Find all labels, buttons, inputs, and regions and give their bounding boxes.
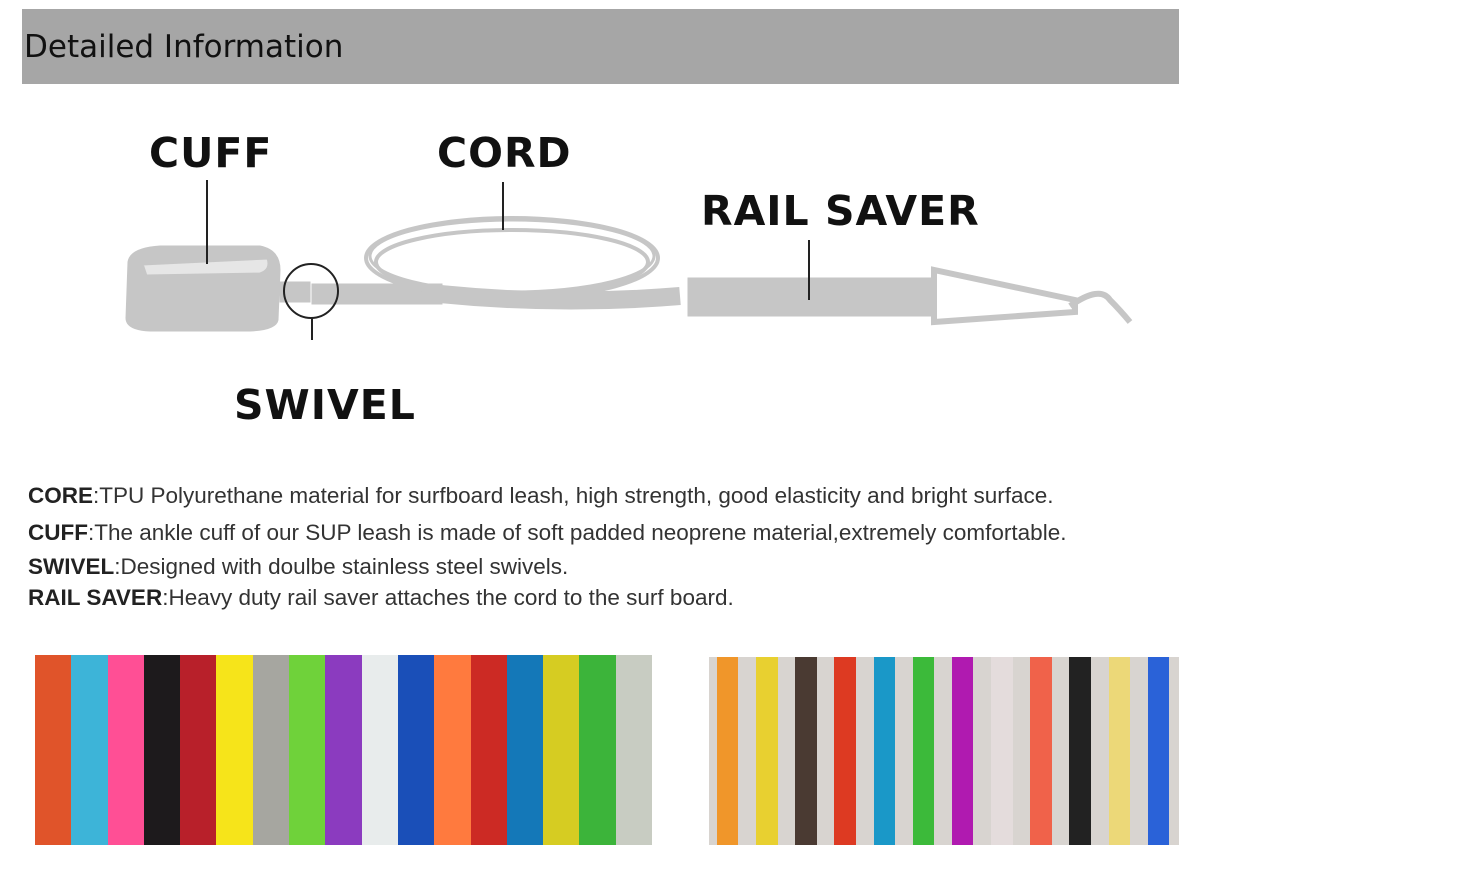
solid-color-samples [35,655,653,845]
label-cuff: CUFF [149,129,273,177]
description-cuff: CUFF:The ankle cuff of our SUP leash is … [28,520,1067,545]
color-strip [579,655,616,845]
color-strip [107,655,144,845]
color-strip [252,655,290,845]
leash-diagram [125,180,1133,340]
color-strip [361,655,398,845]
description-swivel: SWIVEL:Designed with doulbe stainless st… [28,554,569,579]
section-header: Detailed Information [22,9,1179,84]
clear-color-samples [709,657,1180,845]
color-strip [543,655,580,845]
color-strip [748,657,788,845]
color-strip [216,655,253,845]
color-strip [1139,657,1180,845]
color-strip [71,655,108,845]
color-strip [615,655,653,845]
color-strip [143,655,181,845]
label-cord: CORD [437,129,572,177]
color-strip [1022,657,1062,845]
color-strip [434,655,471,845]
color-strip [826,657,866,845]
section-title: Detailed Information [24,29,344,65]
label-swivel: SWIVEL [234,381,416,429]
color-strip [1100,657,1140,845]
label-rail-saver: RAIL SAVER [701,187,980,235]
color-strip [865,657,905,845]
color-strip [1061,657,1101,845]
color-strip [506,655,544,845]
color-strip [470,655,507,845]
color-strip [325,655,362,845]
color-strip [397,655,435,845]
color-strip [983,657,1023,845]
description-rail-saver: RAIL SAVER:Heavy duty rail saver attache… [28,585,734,610]
color-strip [35,655,72,845]
color-strip [904,657,945,845]
color-strip [787,657,827,845]
description-core: CORE:TPU Polyurethane material for surfb… [28,483,1054,508]
color-strip [180,655,217,845]
color-strip [709,657,749,845]
color-strip [944,657,984,845]
color-strip [289,655,326,845]
